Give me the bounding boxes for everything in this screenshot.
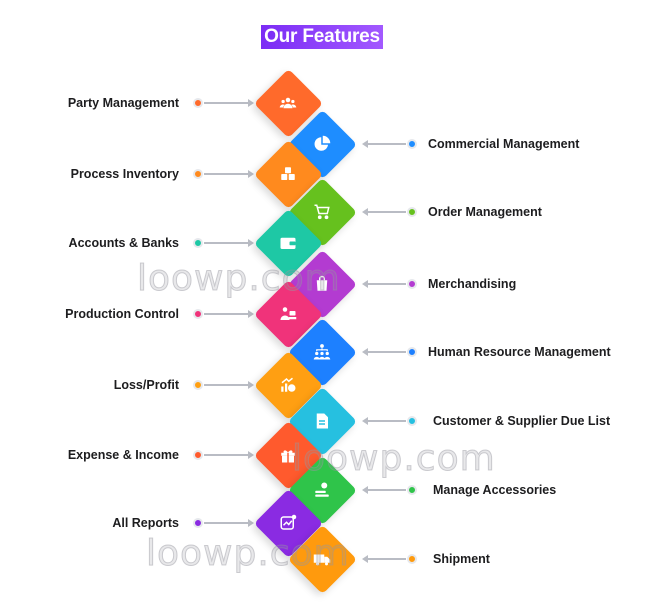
feature-label: Expense & Income bbox=[67, 448, 179, 462]
chart-growth-icon bbox=[276, 373, 300, 397]
bullet-dot bbox=[193, 98, 203, 108]
connector-arrow bbox=[362, 280, 406, 288]
feature-label: Customer & Supplier Due List bbox=[433, 414, 611, 428]
bullet-dot bbox=[193, 169, 203, 179]
bullet-dot bbox=[407, 485, 417, 495]
feature-label: Human Resource Management bbox=[428, 345, 611, 359]
bullet-dot bbox=[193, 309, 203, 319]
connector-arrow bbox=[204, 381, 254, 389]
bullet-dot bbox=[407, 139, 417, 149]
bullet-dot bbox=[193, 518, 203, 528]
connector-arrow bbox=[362, 348, 406, 356]
page-title: Our Features bbox=[261, 25, 383, 49]
connector-arrow bbox=[204, 519, 254, 527]
connector-arrow bbox=[362, 208, 406, 216]
bullet-dot bbox=[193, 380, 203, 390]
watermark: loowp.com bbox=[137, 258, 341, 300]
bullet-dot bbox=[193, 238, 203, 248]
bullet-dot bbox=[407, 279, 417, 289]
truck-icon bbox=[310, 547, 334, 571]
connector-arrow bbox=[362, 486, 406, 494]
connector-arrow bbox=[362, 555, 406, 563]
feature-label: Loss/Profit bbox=[113, 378, 179, 392]
feature-label: Production Control bbox=[65, 307, 179, 321]
wallet-icon bbox=[276, 231, 300, 255]
people-icon bbox=[276, 91, 300, 115]
feature-label: Party Management bbox=[67, 96, 179, 110]
bullet-dot bbox=[407, 207, 417, 217]
connector-arrow bbox=[204, 310, 254, 318]
connector-arrow bbox=[362, 417, 406, 425]
feature-label: All Reports bbox=[112, 516, 179, 530]
watermark: loowp.com bbox=[292, 438, 496, 480]
bullet-dot bbox=[407, 554, 417, 564]
feature-label: Process Inventory bbox=[70, 167, 179, 181]
bullet-dot bbox=[407, 347, 417, 357]
shopping-bag-icon bbox=[310, 272, 334, 296]
worker-icon bbox=[276, 302, 300, 326]
feature-label: Accounts & Banks bbox=[68, 236, 179, 250]
boxes-icon bbox=[276, 162, 300, 186]
connector-arrow bbox=[204, 239, 254, 247]
bullet-dot bbox=[193, 450, 203, 460]
team-icon bbox=[310, 340, 334, 364]
connector-arrow bbox=[362, 140, 406, 148]
feature-label: Shipment bbox=[433, 552, 490, 566]
connector-arrow bbox=[204, 451, 254, 459]
gift-icon bbox=[276, 443, 300, 467]
connector-arrow bbox=[204, 170, 254, 178]
accessories-icon bbox=[310, 478, 334, 502]
document-icon bbox=[310, 409, 334, 433]
watermark: loowp.com bbox=[146, 533, 350, 575]
pie-chart-icon bbox=[310, 132, 334, 156]
feature-label: Manage Accessories bbox=[433, 483, 557, 497]
report-icon bbox=[276, 511, 300, 535]
cart-icon bbox=[310, 200, 334, 224]
connector-arrow bbox=[204, 99, 254, 107]
feature-label: Order Management bbox=[428, 205, 542, 219]
feature-label: Merchandising bbox=[428, 277, 517, 291]
feature-label: Commercial Management bbox=[428, 137, 580, 151]
bullet-dot bbox=[407, 416, 417, 426]
